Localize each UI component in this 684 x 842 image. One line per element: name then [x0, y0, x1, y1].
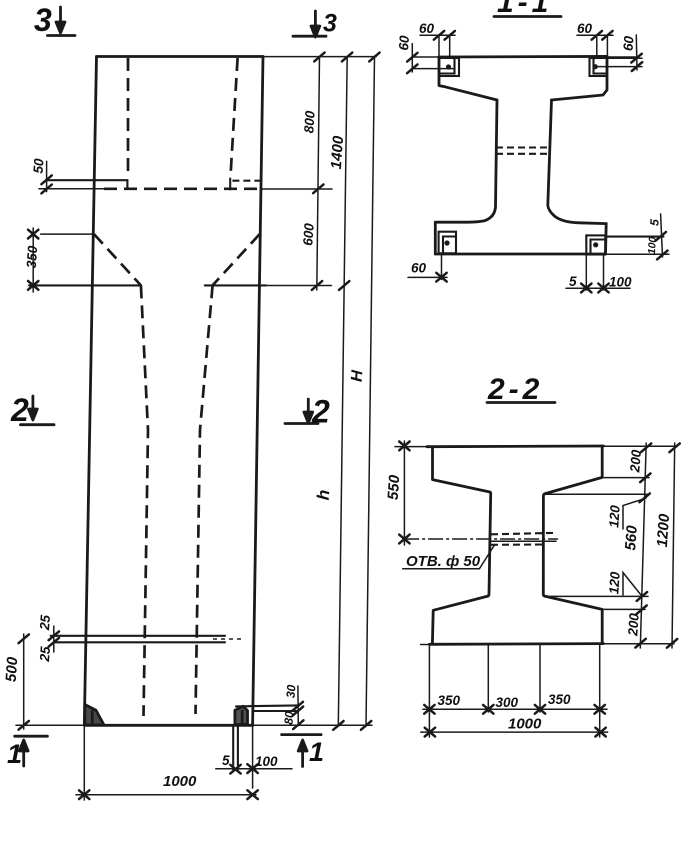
- svg-text:80: 80: [282, 711, 297, 726]
- svg-text:60: 60: [419, 21, 435, 36]
- svg-text:300: 300: [496, 695, 519, 710]
- svg-text:3: 3: [34, 2, 52, 38]
- svg-text:5: 5: [647, 218, 661, 226]
- svg-text:350: 350: [24, 245, 41, 269]
- svg-text:ОТВ. ф 50: ОТВ. ф 50: [406, 553, 481, 570]
- svg-text:100: 100: [255, 754, 278, 769]
- svg-text:2-2: 2-2: [487, 373, 543, 406]
- svg-text:350: 350: [438, 693, 461, 708]
- svg-text:60: 60: [411, 261, 427, 276]
- svg-text:1200: 1200: [654, 513, 673, 548]
- svg-text:3: 3: [323, 10, 337, 38]
- svg-text:2: 2: [10, 392, 29, 428]
- svg-text:h: h: [314, 489, 334, 501]
- svg-text:1000: 1000: [508, 716, 542, 733]
- svg-text:500: 500: [3, 656, 22, 683]
- svg-text:H: H: [349, 369, 367, 382]
- svg-text:100: 100: [609, 275, 632, 290]
- svg-text:1: 1: [309, 737, 324, 767]
- svg-text:560: 560: [622, 524, 641, 551]
- svg-text:120: 120: [606, 571, 623, 595]
- svg-text:25: 25: [37, 646, 53, 664]
- svg-text:50: 50: [30, 158, 46, 175]
- svg-text:120: 120: [606, 504, 623, 528]
- svg-text:100: 100: [646, 236, 659, 254]
- svg-text:60: 60: [577, 21, 593, 36]
- svg-text:5: 5: [569, 274, 577, 289]
- svg-text:5: 5: [222, 753, 230, 768]
- svg-text:600: 600: [300, 222, 317, 246]
- svg-text:25: 25: [37, 614, 53, 632]
- svg-text:350: 350: [548, 692, 571, 707]
- svg-text:1: 1: [7, 739, 22, 769]
- svg-text:30: 30: [284, 684, 299, 699]
- svg-text:2: 2: [311, 394, 330, 430]
- svg-text:800: 800: [301, 110, 318, 134]
- svg-text:60: 60: [396, 35, 412, 52]
- svg-text:1400: 1400: [328, 135, 347, 170]
- svg-text:60: 60: [620, 35, 636, 52]
- svg-text:1-1: 1-1: [497, 0, 552, 19]
- svg-text:550: 550: [385, 474, 404, 501]
- svg-text:200: 200: [627, 449, 644, 474]
- svg-text:1000: 1000: [163, 773, 197, 790]
- svg-text:200: 200: [625, 612, 642, 637]
